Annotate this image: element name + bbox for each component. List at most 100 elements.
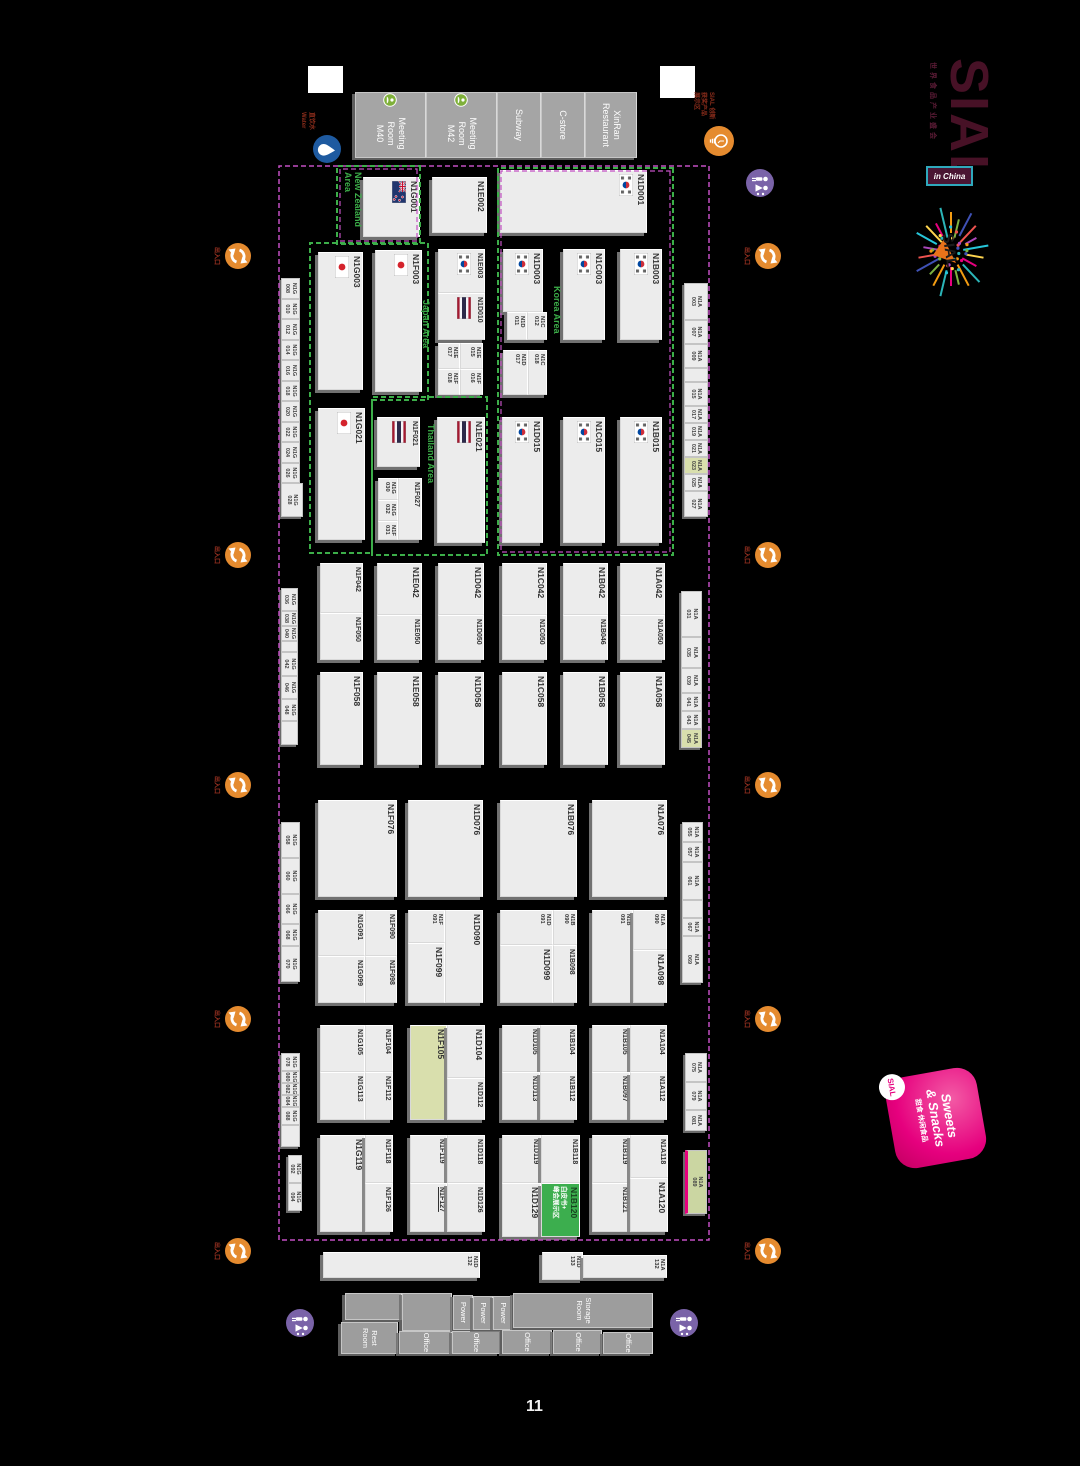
escalator-exchange-icon (219, 771, 252, 799)
room-label: Subway (514, 108, 525, 142)
room-label: Power (498, 1302, 508, 1324)
service-room-unnamed (345, 1293, 402, 1320)
booth-N1D001: N1D001 (500, 170, 647, 233)
booth-N1E015: N1E 015 (460, 343, 483, 369)
booth-N1B058: N1B058 (563, 672, 608, 765)
room-label: Power (479, 1302, 489, 1324)
area-label-korea: Korea Area (552, 286, 562, 334)
escalator-exchange-icon (219, 541, 252, 569)
booth-label: N1D001 (636, 174, 646, 206)
escalator-exchange-icon (749, 771, 782, 799)
booth-label: N1B015 (651, 421, 661, 453)
entrance-door (308, 66, 343, 93)
booth-N1A120: N1A120 (630, 1178, 668, 1232)
booth-N1D010: N1D010 (438, 293, 485, 340)
facility-subway: Subway (497, 92, 541, 158)
booth-N1E042: N1E042 (377, 563, 422, 615)
booth-label: N1C003 (594, 253, 604, 285)
booth-N1D042: N1D042 (438, 563, 484, 615)
booth-N1F031: N1F 031 (378, 521, 398, 540)
booth-label: N1D126 (476, 1187, 483, 1213)
booth-N1D133: N1D 133 (542, 1252, 583, 1280)
service-room-office: Office (399, 1331, 452, 1354)
booth-label: N1G099 (356, 960, 363, 987)
booth-label: N1A104 (658, 1029, 665, 1055)
booth-label: N1B 091 (618, 914, 631, 926)
escalator-exchange-icon (219, 1005, 252, 1033)
booth-label: N1A076 (656, 804, 666, 836)
booth-label: N1B046 (599, 619, 606, 645)
booth-label: N1B003 (651, 253, 661, 285)
booth-N1B042: N1B042 (563, 563, 608, 615)
flag-kr-icon (576, 252, 592, 276)
entrance-door (660, 66, 695, 98)
flag-kr-icon (514, 420, 530, 444)
area-label-thailand: Thailand Area (426, 424, 436, 484)
booth-label: N1F042 (354, 567, 361, 592)
booth-label: N1F058 (352, 676, 362, 707)
booth-N1B046: N1B046 (563, 615, 608, 660)
booth-label: N1D129 (530, 1187, 540, 1219)
booth-label: N1F 016 (468, 373, 481, 384)
booth-label: N1F099 (434, 947, 444, 978)
booth-label: N1B 090 (562, 914, 575, 926)
booth-label: N1D015 (532, 421, 542, 453)
booth-label: N1F098 (388, 960, 395, 985)
booth-label: N1D 091 (538, 914, 551, 926)
flag-kr-icon (633, 420, 649, 444)
strip-cell-blank (281, 641, 298, 652)
booth-label: N1E058 (411, 676, 421, 707)
booth-label: N1B042 (597, 567, 607, 599)
booth-N1C012: N1C 012 (527, 312, 547, 340)
booth-N1A090: N1A 090 (633, 910, 667, 950)
room-label: Power (459, 1301, 469, 1324)
booth-label: N1G001 (409, 181, 419, 213)
flag-jp-icon (393, 253, 409, 277)
booth-label: N1G119 (354, 1139, 364, 1171)
booth-label: N1D003 (532, 253, 542, 285)
booth-N1F112: N1F112 (365, 1072, 393, 1120)
booth-N1E017: N1E 017 (438, 343, 460, 369)
booth-label: N1G 032 (383, 504, 396, 516)
gate-label: 出入口 (743, 1009, 749, 1028)
escalator-exchange-icon (749, 541, 782, 569)
booth-N1D058: N1D058 (438, 672, 484, 765)
booth-N1D050: N1D050 (438, 615, 484, 660)
booth-N1F021: N1F021 (377, 417, 420, 467)
service-room-unnamed (402, 1293, 452, 1331)
booth-N1D113: N1D113 (502, 1072, 540, 1120)
innovation-note: SIAL 创新 获奖产品 展示区 (693, 92, 714, 120)
booth-label: N1G091 (356, 914, 363, 941)
flag-nz-icon (391, 180, 407, 204)
escalator-exchange-icon (749, 242, 782, 270)
booth-N1D119: N1D119 (502, 1135, 541, 1183)
booth-label: N1A118 (659, 1139, 666, 1165)
booth-N1D015: N1D015 (502, 417, 543, 543)
booth-label: N1D042 (473, 567, 483, 599)
booth-label: N1C058 (536, 676, 546, 708)
strip-cell-blank (281, 721, 298, 745)
service-room-office: Office (553, 1330, 602, 1354)
booth-N1D011: N1D 011 (507, 312, 527, 340)
